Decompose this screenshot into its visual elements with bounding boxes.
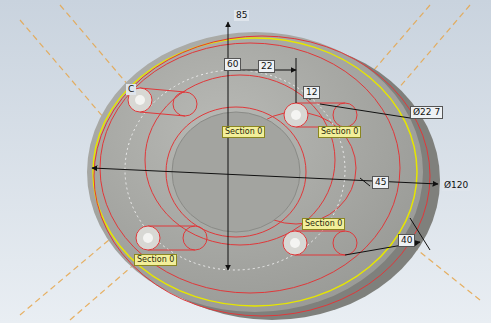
section-label: Section 0 (134, 254, 177, 266)
dimension-value: 45 (372, 176, 389, 189)
dimension-value: 85 (234, 10, 249, 21)
section-label: Section 0 (302, 218, 345, 230)
dimension-value: 40 (398, 234, 415, 247)
dimension-value: Ø22 7 (410, 106, 443, 119)
dimension-value: 60 (224, 58, 241, 71)
section-label: Section 0 (318, 126, 361, 138)
dimension-value: 12 (303, 86, 320, 99)
dimension-value: 22 (258, 60, 275, 73)
section-label: Section 0 (222, 126, 265, 138)
dimension-value: Ø120 (442, 180, 470, 191)
dimension-value: C (126, 84, 136, 95)
